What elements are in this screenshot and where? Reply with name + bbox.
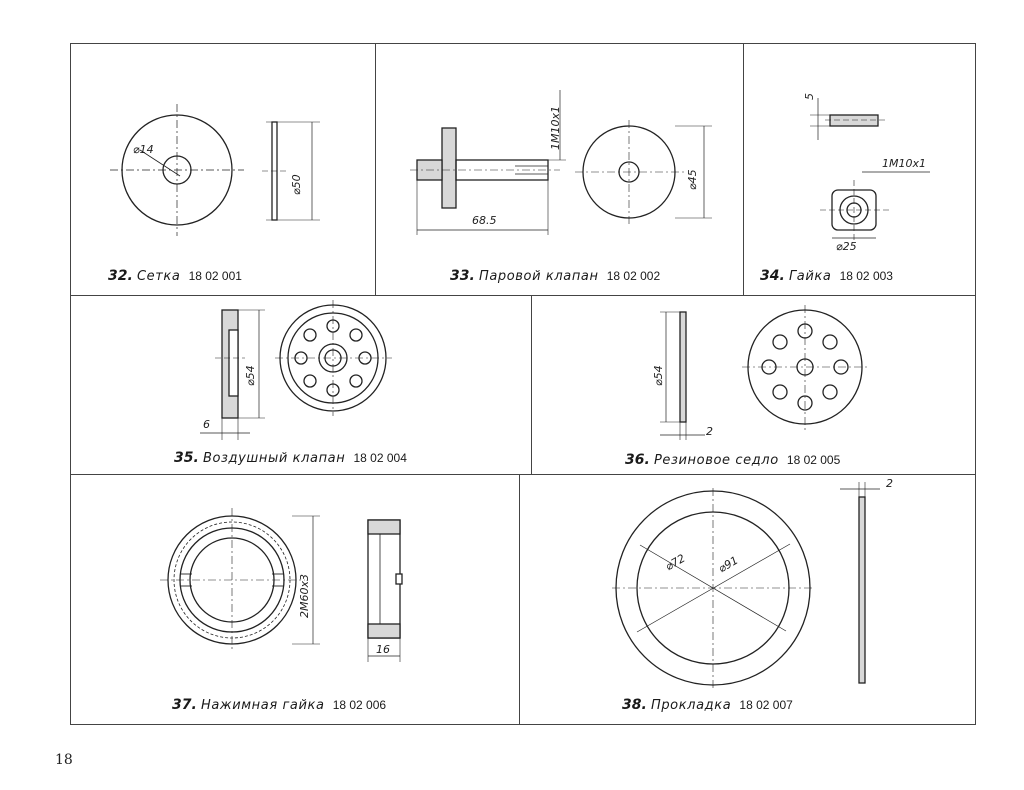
caption-33: 33. Паровой клапан 18 02 002 [450, 268, 660, 284]
air-valve-drawing [200, 300, 392, 440]
dim-33-length: 68.5 [472, 214, 497, 227]
part-code: 18 02 005 [786, 453, 841, 467]
part-number: 37. [172, 697, 197, 713]
part-number: 36. [625, 452, 650, 468]
part-name: Нажимная гайка [200, 698, 325, 713]
mesh-disk-drawing [110, 104, 320, 236]
caption-37: 37. Нажимная гайка 18 02 006 [172, 697, 386, 713]
caption-38: 38. Прокладка 18 02 007 [622, 697, 793, 713]
dim-35-width: 6 [203, 418, 210, 431]
part-number: 34. [760, 268, 785, 284]
part-name: Сетка [136, 269, 181, 284]
part-name: Воздушный клапан [202, 451, 346, 466]
part-number: 38. [622, 697, 647, 713]
dim-37-height: 16 [376, 643, 390, 656]
dim-34-d25: ⌀25 [836, 240, 857, 253]
part-number: 32. [108, 268, 133, 284]
caption-34: 34. Гайка 18 02 003 [760, 268, 893, 284]
page-number: 18 [55, 752, 73, 768]
part-code: 18 02 007 [739, 698, 793, 712]
dim-32-d14: ⌀14 [133, 143, 154, 156]
part-code: 18 02 006 [332, 698, 387, 712]
part-number: 33. [450, 268, 475, 284]
dim-38-thickness: 2 [886, 477, 893, 490]
part-name: Паровой клапан [478, 269, 599, 284]
part-name: Гайка [788, 269, 832, 284]
part-code: 18 02 002 [606, 269, 661, 283]
part-code: 18 02 003 [839, 269, 893, 283]
steam-valve-drawing [410, 90, 712, 235]
part-name: Резиновое седло [653, 453, 779, 468]
rubber-seat-drawing [660, 305, 868, 440]
pressure-nut-drawing [160, 508, 403, 662]
dim-34-thickness: 5 [803, 93, 816, 100]
dim-36-thickness: 2 [706, 425, 713, 438]
gasket-drawing [612, 482, 880, 688]
caption-36: 36. Резиновое седло 18 02 005 [625, 452, 840, 468]
dim-33-d45: ⌀45 [686, 169, 699, 190]
part-number: 35. [174, 450, 199, 466]
part-code: 18 02 001 [188, 269, 242, 283]
dim-33-thread: 1M10x1 [549, 106, 562, 150]
dim-36-d54: ⌀54 [652, 365, 665, 386]
nut-drawing [810, 98, 930, 240]
dim-34-thread: 1M10x1 [882, 157, 926, 170]
caption-32: 32. Сетка 18 02 001 [108, 268, 242, 284]
part-code: 18 02 004 [353, 451, 407, 465]
part-name: Прокладка [650, 698, 732, 713]
dim-32-d50: ⌀50 [290, 174, 303, 195]
dim-37-thread: 2M60x3 [298, 574, 311, 618]
caption-35: 35. Воздушный клапан 18 02 004 [174, 450, 407, 466]
panel-38 [519, 474, 976, 725]
dim-35-d54: ⌀54 [244, 365, 257, 386]
